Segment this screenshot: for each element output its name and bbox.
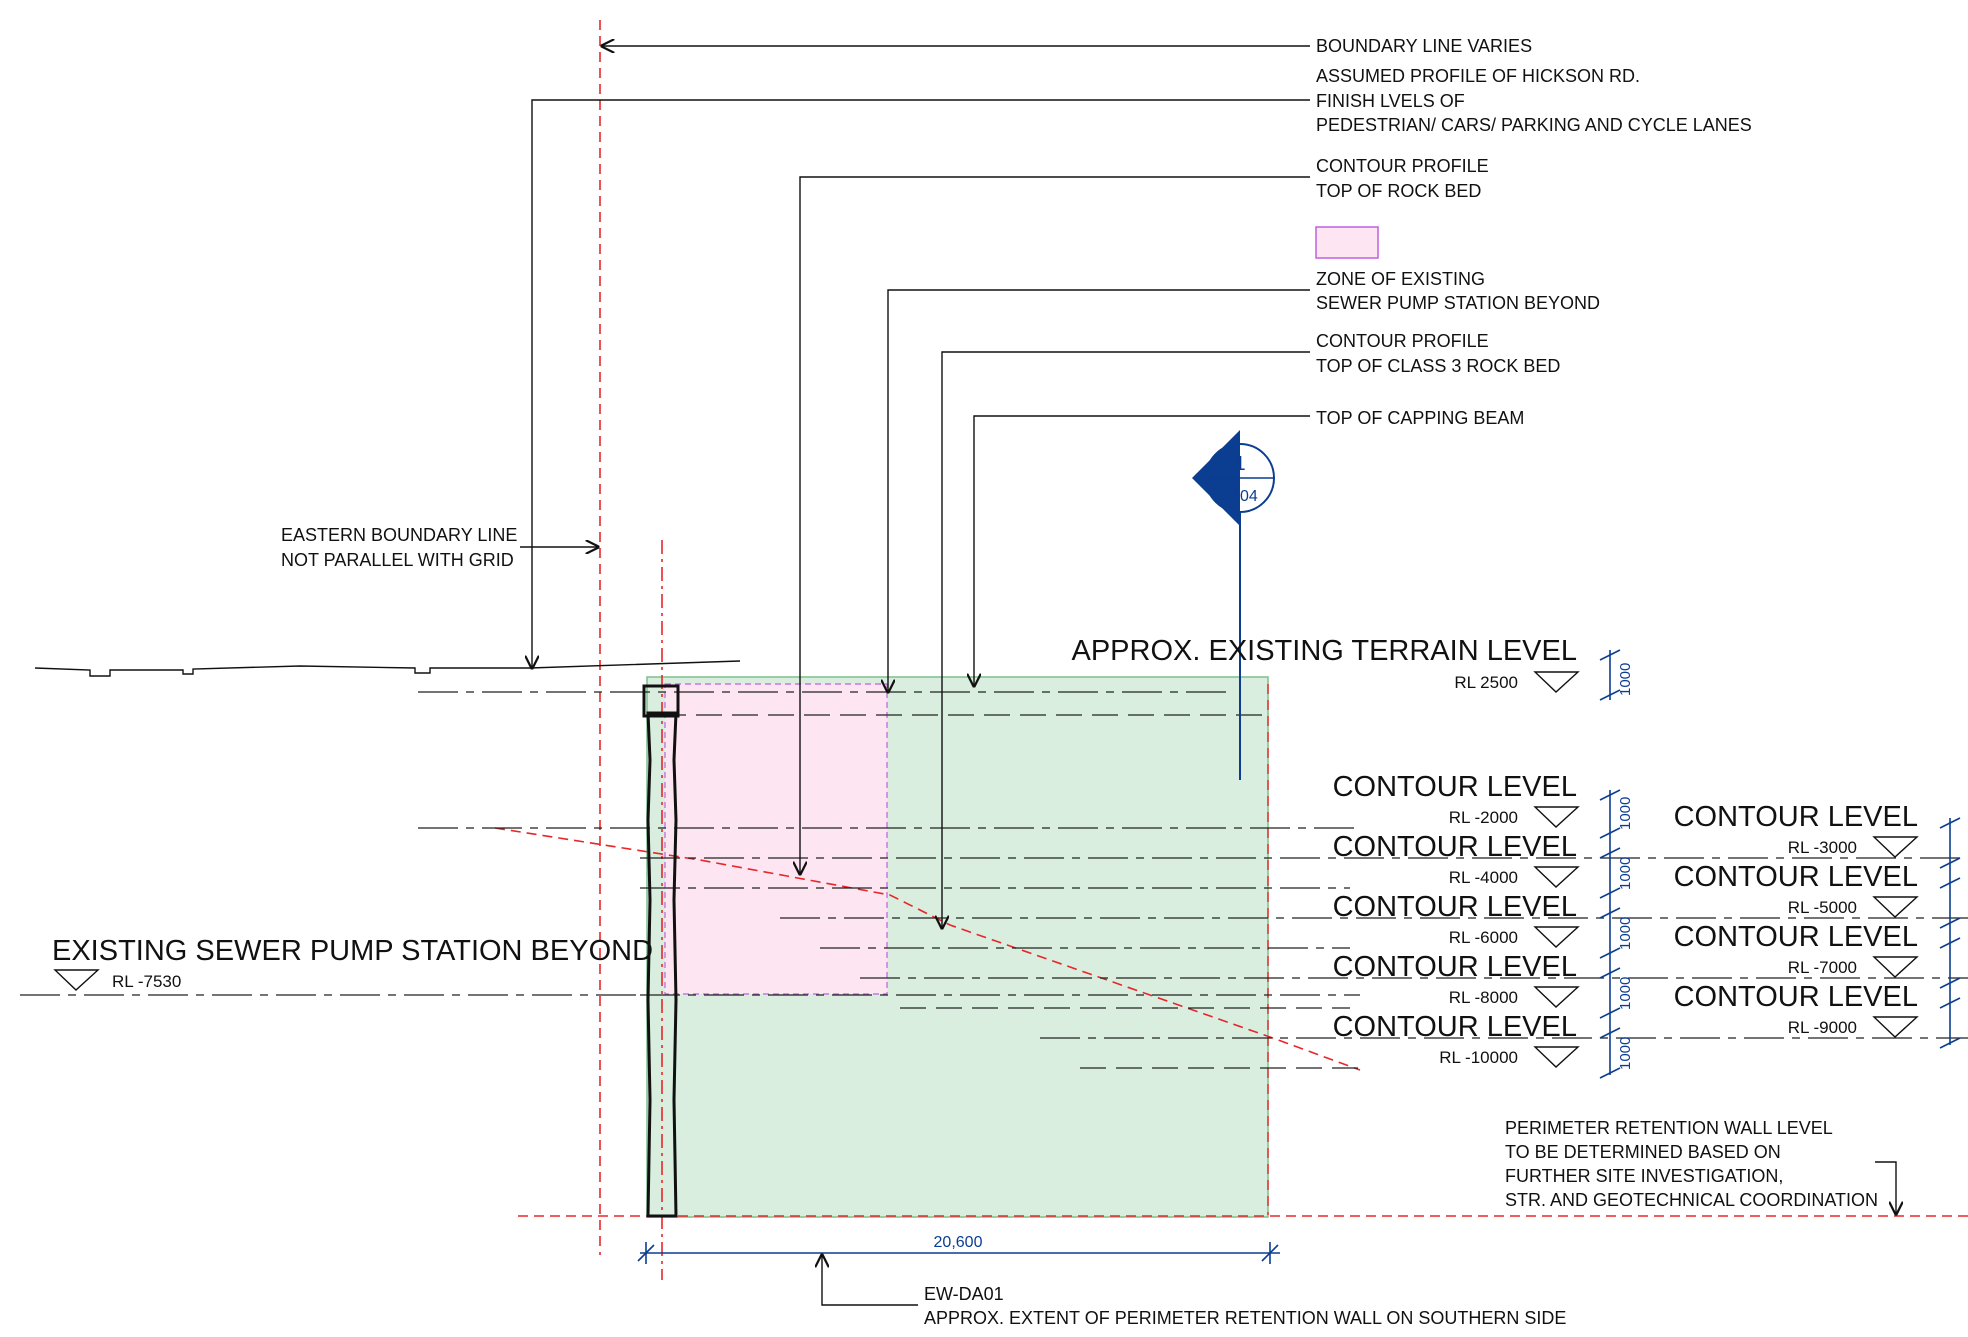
- contour-left-5: CONTOUR LEVEL RL -10000: [1333, 1011, 1580, 1068]
- retention-wall: [646, 711, 678, 1218]
- terrain-level-title: APPROX. EXISTING TERRAIN LEVEL: [1071, 635, 1577, 667]
- width-dimension-value: 20,600: [934, 1234, 983, 1251]
- contour-title: CONTOUR LEVEL: [1333, 1011, 1577, 1043]
- contour-title: CONTOUR LEVEL: [1674, 921, 1918, 953]
- section-number: 1: [1234, 453, 1245, 475]
- contour-rl: RL -7000: [1788, 958, 1857, 977]
- contour-title: CONTOUR LEVEL: [1674, 981, 1918, 1013]
- note-capping: TOP OF CAPPING BEAM: [1316, 408, 1524, 428]
- dim-interval: 1000: [1617, 797, 1634, 830]
- class3-rock-profile: [494, 827, 1361, 1071]
- contour-right-3: CONTOUR LEVEL RL -7000: [1674, 921, 1919, 978]
- contour-left-4: CONTOUR LEVEL RL -8000: [1333, 951, 1580, 1008]
- section-marker: 1 0104: [1192, 430, 1275, 780]
- contour-left-3: CONTOUR LEVEL RL -6000: [1333, 891, 1580, 948]
- note-pump-zone-2: SEWER PUMP STATION BEYOND: [1316, 293, 1600, 313]
- pump-station-title: EXISTING SEWER PUMP STATION BEYOND: [52, 935, 653, 967]
- contour-title: CONTOUR LEVEL: [1674, 801, 1918, 833]
- contour-title: CONTOUR LEVEL: [1333, 891, 1577, 923]
- level-lines: [20, 691, 1968, 1069]
- note-class3-1: CONTOUR PROFILE: [1316, 331, 1489, 351]
- capping-beam: [642, 684, 680, 718]
- contour-title: CONTOUR LEVEL: [1333, 771, 1577, 803]
- contour-right-2: CONTOUR LEVEL RL -5000: [1674, 861, 1919, 918]
- contour-rl: RL -9000: [1788, 1018, 1857, 1037]
- terrain-level-rl: RL 2500: [1454, 673, 1518, 692]
- note-eastern-2: NOT PARALLEL WITH GRID: [281, 550, 514, 570]
- pump-station-rl: RL -7530: [112, 972, 181, 991]
- note-boundary-varies: BOUNDARY LINE VARIES: [1316, 36, 1532, 56]
- note-hickson-3: PEDESTRIAN/ CARS/ PARKING AND CYCLE LANE…: [1316, 115, 1752, 135]
- contour-title: CONTOUR LEVEL: [1333, 831, 1577, 863]
- note-rock-2: TOP OF ROCK BED: [1316, 181, 1481, 201]
- dim-interval: 1000: [1617, 663, 1634, 696]
- contour-title: CONTOUR LEVEL: [1333, 951, 1577, 983]
- note-class3-2: TOP OF CLASS 3 ROCK BED: [1316, 356, 1560, 376]
- leaders: [520, 46, 1896, 1306]
- dimension-chain-right: [1939, 817, 1961, 1049]
- contour-left-1: CONTOUR LEVEL RL -2000: [1333, 771, 1580, 828]
- note-perimeter-2: TO BE DETERMINED BASED ON: [1505, 1142, 1781, 1162]
- pump-zone-legend-swatch: [1315, 226, 1379, 259]
- note-eastern-1: EASTERN BOUNDARY LINE: [281, 525, 517, 545]
- contour-rl: RL -3000: [1788, 838, 1857, 857]
- section-sheet: 0104: [1222, 488, 1258, 505]
- note-hickson-2: FINISH LVELS OF: [1316, 91, 1465, 111]
- note-perimeter-3: FURTHER SITE INVESTIGATION,: [1505, 1166, 1783, 1186]
- terrain-profile: [34, 660, 741, 677]
- contour-rl: RL -2000: [1449, 808, 1518, 827]
- dim-interval: 1000: [1617, 857, 1634, 890]
- contour-title: CONTOUR LEVEL: [1674, 861, 1918, 893]
- contour-rl: RL -6000: [1449, 928, 1518, 947]
- contour-rl: RL -4000: [1449, 868, 1518, 887]
- sewer-pump-zone: [664, 683, 888, 995]
- contour-rl: RL -10000: [1439, 1048, 1518, 1067]
- note-ew-1: EW-DA01: [924, 1284, 1004, 1304]
- contour-left-2: CONTOUR LEVEL RL -4000: [1333, 831, 1580, 888]
- note-perimeter-4: STR. AND GEOTECHNICAL COORDINATION: [1505, 1190, 1878, 1210]
- dim-interval: 1000: [1617, 977, 1634, 1010]
- contour-right-4: CONTOUR LEVEL RL -9000: [1674, 981, 1919, 1038]
- dim-interval: 1000: [1617, 1037, 1634, 1070]
- note-pump-zone-1: ZONE OF EXISTING: [1316, 269, 1485, 289]
- terrain-level-symbol: [1533, 671, 1580, 693]
- note-rock-1: CONTOUR PROFILE: [1316, 156, 1489, 176]
- note-hickson-1: ASSUMED PROFILE OF HICKSON RD.: [1316, 66, 1640, 86]
- dim-interval: 1000: [1617, 917, 1634, 950]
- note-perimeter-1: PERIMETER RETENTION WALL LEVEL: [1505, 1118, 1833, 1138]
- width-dimension: [637, 1242, 1280, 1264]
- pump-station-level-symbol: [53, 969, 100, 991]
- note-ew-2: APPROX. EXTENT OF PERIMETER RETENTION WA…: [924, 1308, 1566, 1328]
- contour-rl: RL -5000: [1788, 898, 1857, 917]
- contour-right-1: CONTOUR LEVEL RL -3000: [1674, 801, 1919, 858]
- dimension-chain-left: [1599, 649, 1621, 1079]
- contour-rl: RL -8000: [1449, 988, 1518, 1007]
